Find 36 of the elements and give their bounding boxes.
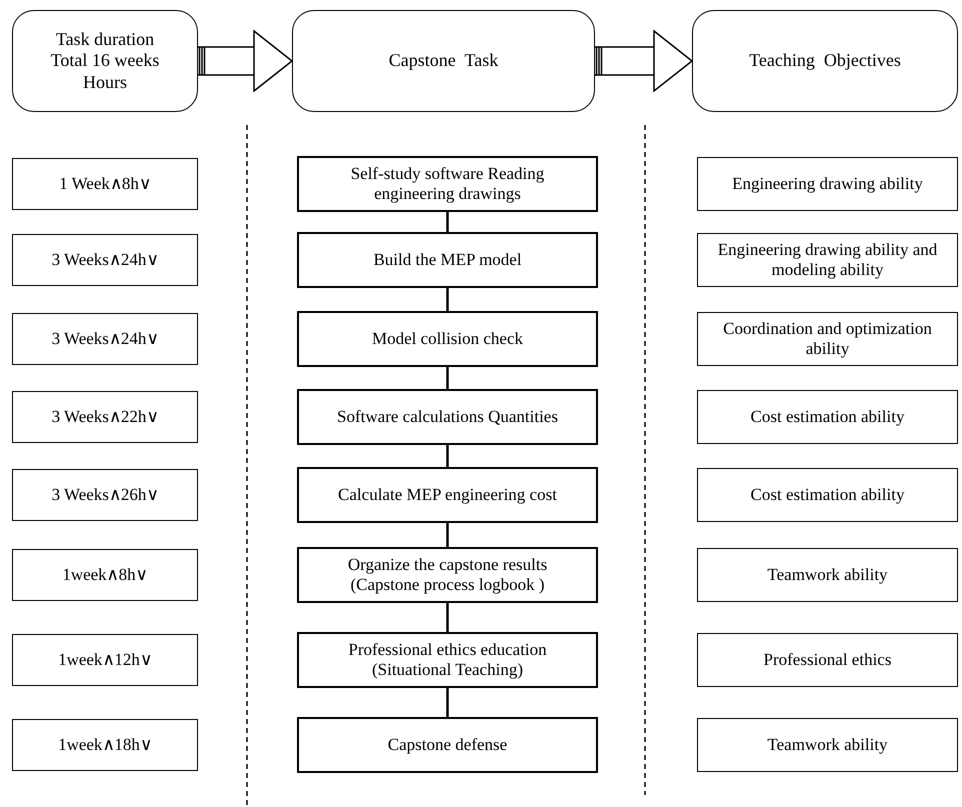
connector-line bbox=[446, 603, 449, 632]
block-arrow bbox=[594, 30, 693, 92]
header-box: Task duration Total 16 weeks Hours bbox=[12, 10, 198, 112]
objective-box: Professional ethics bbox=[697, 633, 958, 687]
duration-box: 3 Weeks∧24h∨ bbox=[12, 234, 198, 286]
duration-box: 3 Weeks∧24h∨ bbox=[12, 313, 198, 365]
task-box: Professional ethics education (Situational Teaching) bbox=[297, 632, 598, 688]
task-box: Capstone defense bbox=[297, 717, 598, 773]
block-arrow bbox=[197, 30, 293, 92]
objective-box: Coordination and optimization ability bbox=[697, 312, 958, 366]
duration-box: 3 Weeks∧22h∨ bbox=[12, 391, 198, 443]
task-box: Model collision check bbox=[297, 311, 598, 367]
objective-box: Teamwork ability bbox=[697, 548, 958, 602]
header-box: Capstone Task bbox=[292, 10, 595, 112]
objective-box: Engineering drawing ability bbox=[697, 157, 958, 211]
duration-box: 1 Week∧8h∨ bbox=[12, 158, 198, 210]
duration-box: 3 Weeks∧26h∨ bbox=[12, 469, 198, 521]
duration-box: 1week∧18h∨ bbox=[12, 719, 198, 771]
connector-line bbox=[446, 688, 449, 717]
duration-box: 1week∧8h∨ bbox=[12, 549, 198, 601]
objective-box: Cost estimation ability bbox=[697, 390, 958, 444]
task-box: Software calculations Quantities bbox=[297, 389, 598, 445]
objective-box: Engineering drawing ability and modeling ability bbox=[697, 233, 958, 287]
header-box: Teaching Objectives bbox=[692, 10, 958, 112]
objective-box: Cost estimation ability bbox=[697, 468, 958, 522]
objective-box: Teamwork ability bbox=[697, 718, 958, 772]
connector-line bbox=[446, 288, 449, 311]
connector-line bbox=[446, 367, 449, 389]
connector-line bbox=[446, 212, 449, 232]
duration-box: 1week∧12h∨ bbox=[12, 634, 198, 686]
connector-line bbox=[446, 445, 449, 467]
connector-line bbox=[446, 523, 449, 547]
task-box: Build the MEP model bbox=[297, 232, 598, 288]
task-box: Self-study software Reading engineering drawings bbox=[297, 156, 598, 212]
task-box: Organize the capstone results (Capstone process logbook ) bbox=[297, 547, 598, 603]
task-box: Calculate MEP engineering cost bbox=[297, 467, 598, 523]
